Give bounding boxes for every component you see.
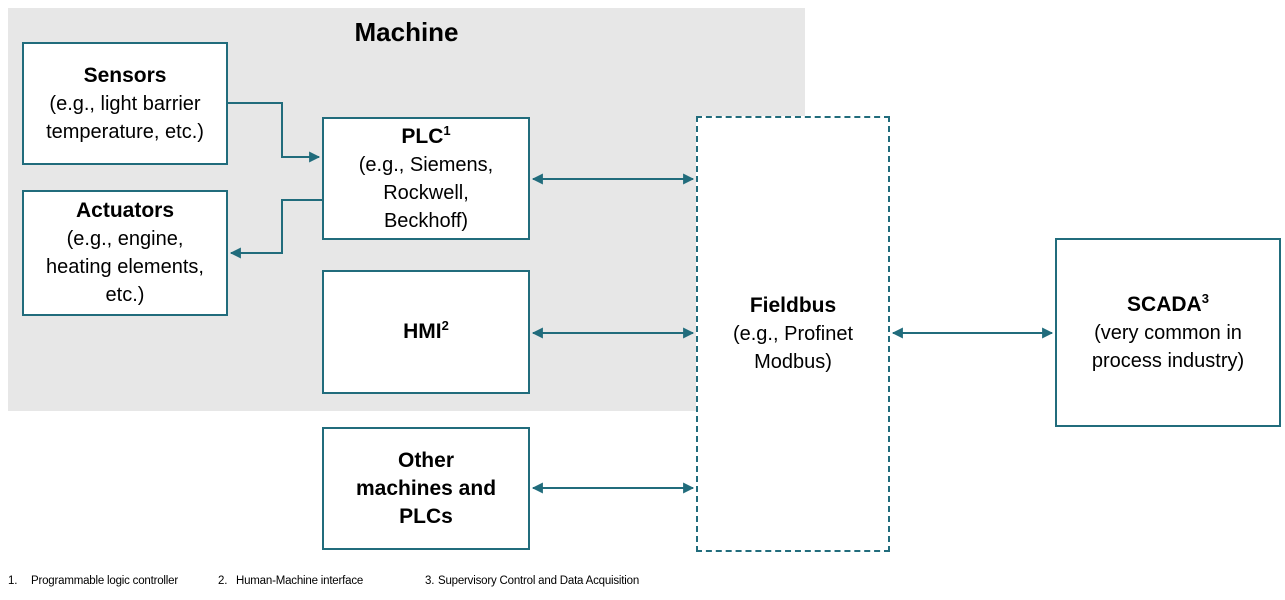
actuators-detail-line: (e.g., engine, (66, 228, 184, 250)
actuators-detail-line: heating elements, (46, 256, 204, 278)
sensors-box: Sensors (e.g., light barrier temperature… (22, 42, 228, 165)
fieldbus-box: Fieldbus (e.g., Profinet Modbus) (696, 116, 890, 552)
actuators-detail-line: etc.) (105, 284, 145, 306)
scada-detail-line: process industry) (1091, 349, 1245, 372)
footnote-3-number: 3. (425, 575, 435, 587)
sensors-title: Sensors (83, 63, 167, 87)
footnote-1-number: 1. (8, 575, 18, 587)
hmi-box: HMI2 (322, 270, 530, 394)
footnote-2-number: 2. (218, 575, 228, 587)
fieldbus-title: Fieldbus (749, 294, 837, 317)
footnote-3-text: Supervisory Control and Data Acquisition (438, 575, 640, 587)
plc-title: PLC1 (401, 122, 451, 148)
scada-title: SCADA3 (1127, 290, 1209, 316)
scada-footnote-ref: 3 (1201, 290, 1209, 306)
actuators-title: Actuators (75, 199, 175, 222)
other-machines-box: Other machines and PLCs (322, 427, 530, 550)
plc-box: PLC1 (e.g., Siemens, Rockwell, Beckhoff) (322, 117, 530, 240)
sensors-detail-line: temperature, etc.) (46, 120, 204, 143)
sensors-detail-line: (e.g., light barrier (49, 92, 201, 115)
plc-detail-line: Beckhoff) (383, 209, 469, 232)
actuators-box: Actuators (e.g., engine, heating element… (22, 190, 228, 316)
fieldbus-detail-line: Modbus) (754, 351, 832, 373)
footnote-2-text: Human-Machine interface (236, 575, 364, 587)
plc-detail-line: Rockwell, (383, 181, 469, 204)
footnote-1-text: Programmable logic controller (31, 575, 178, 587)
plc-footnote-ref: 1 (443, 122, 451, 138)
fieldbus-detail-line: (e.g., Profinet (732, 323, 854, 345)
hmi-footnote-ref: 2 (441, 318, 449, 333)
other-machines-title-line: PLCs (399, 504, 453, 528)
scada-box: SCADA3 (very common in process industry) (1055, 238, 1281, 427)
other-machines-title-line: machines and (355, 476, 497, 500)
hmi-title: HMI2 (403, 318, 449, 343)
machine-group-title: Machine (354, 17, 459, 47)
scada-detail-line: (very common in (1094, 321, 1242, 344)
plc-detail-line: (e.g., Siemens, (358, 153, 494, 176)
footnotes: 1. Programmable logic controller 2. Huma… (0, 575, 1285, 593)
other-machines-title-line: Other (397, 448, 454, 472)
